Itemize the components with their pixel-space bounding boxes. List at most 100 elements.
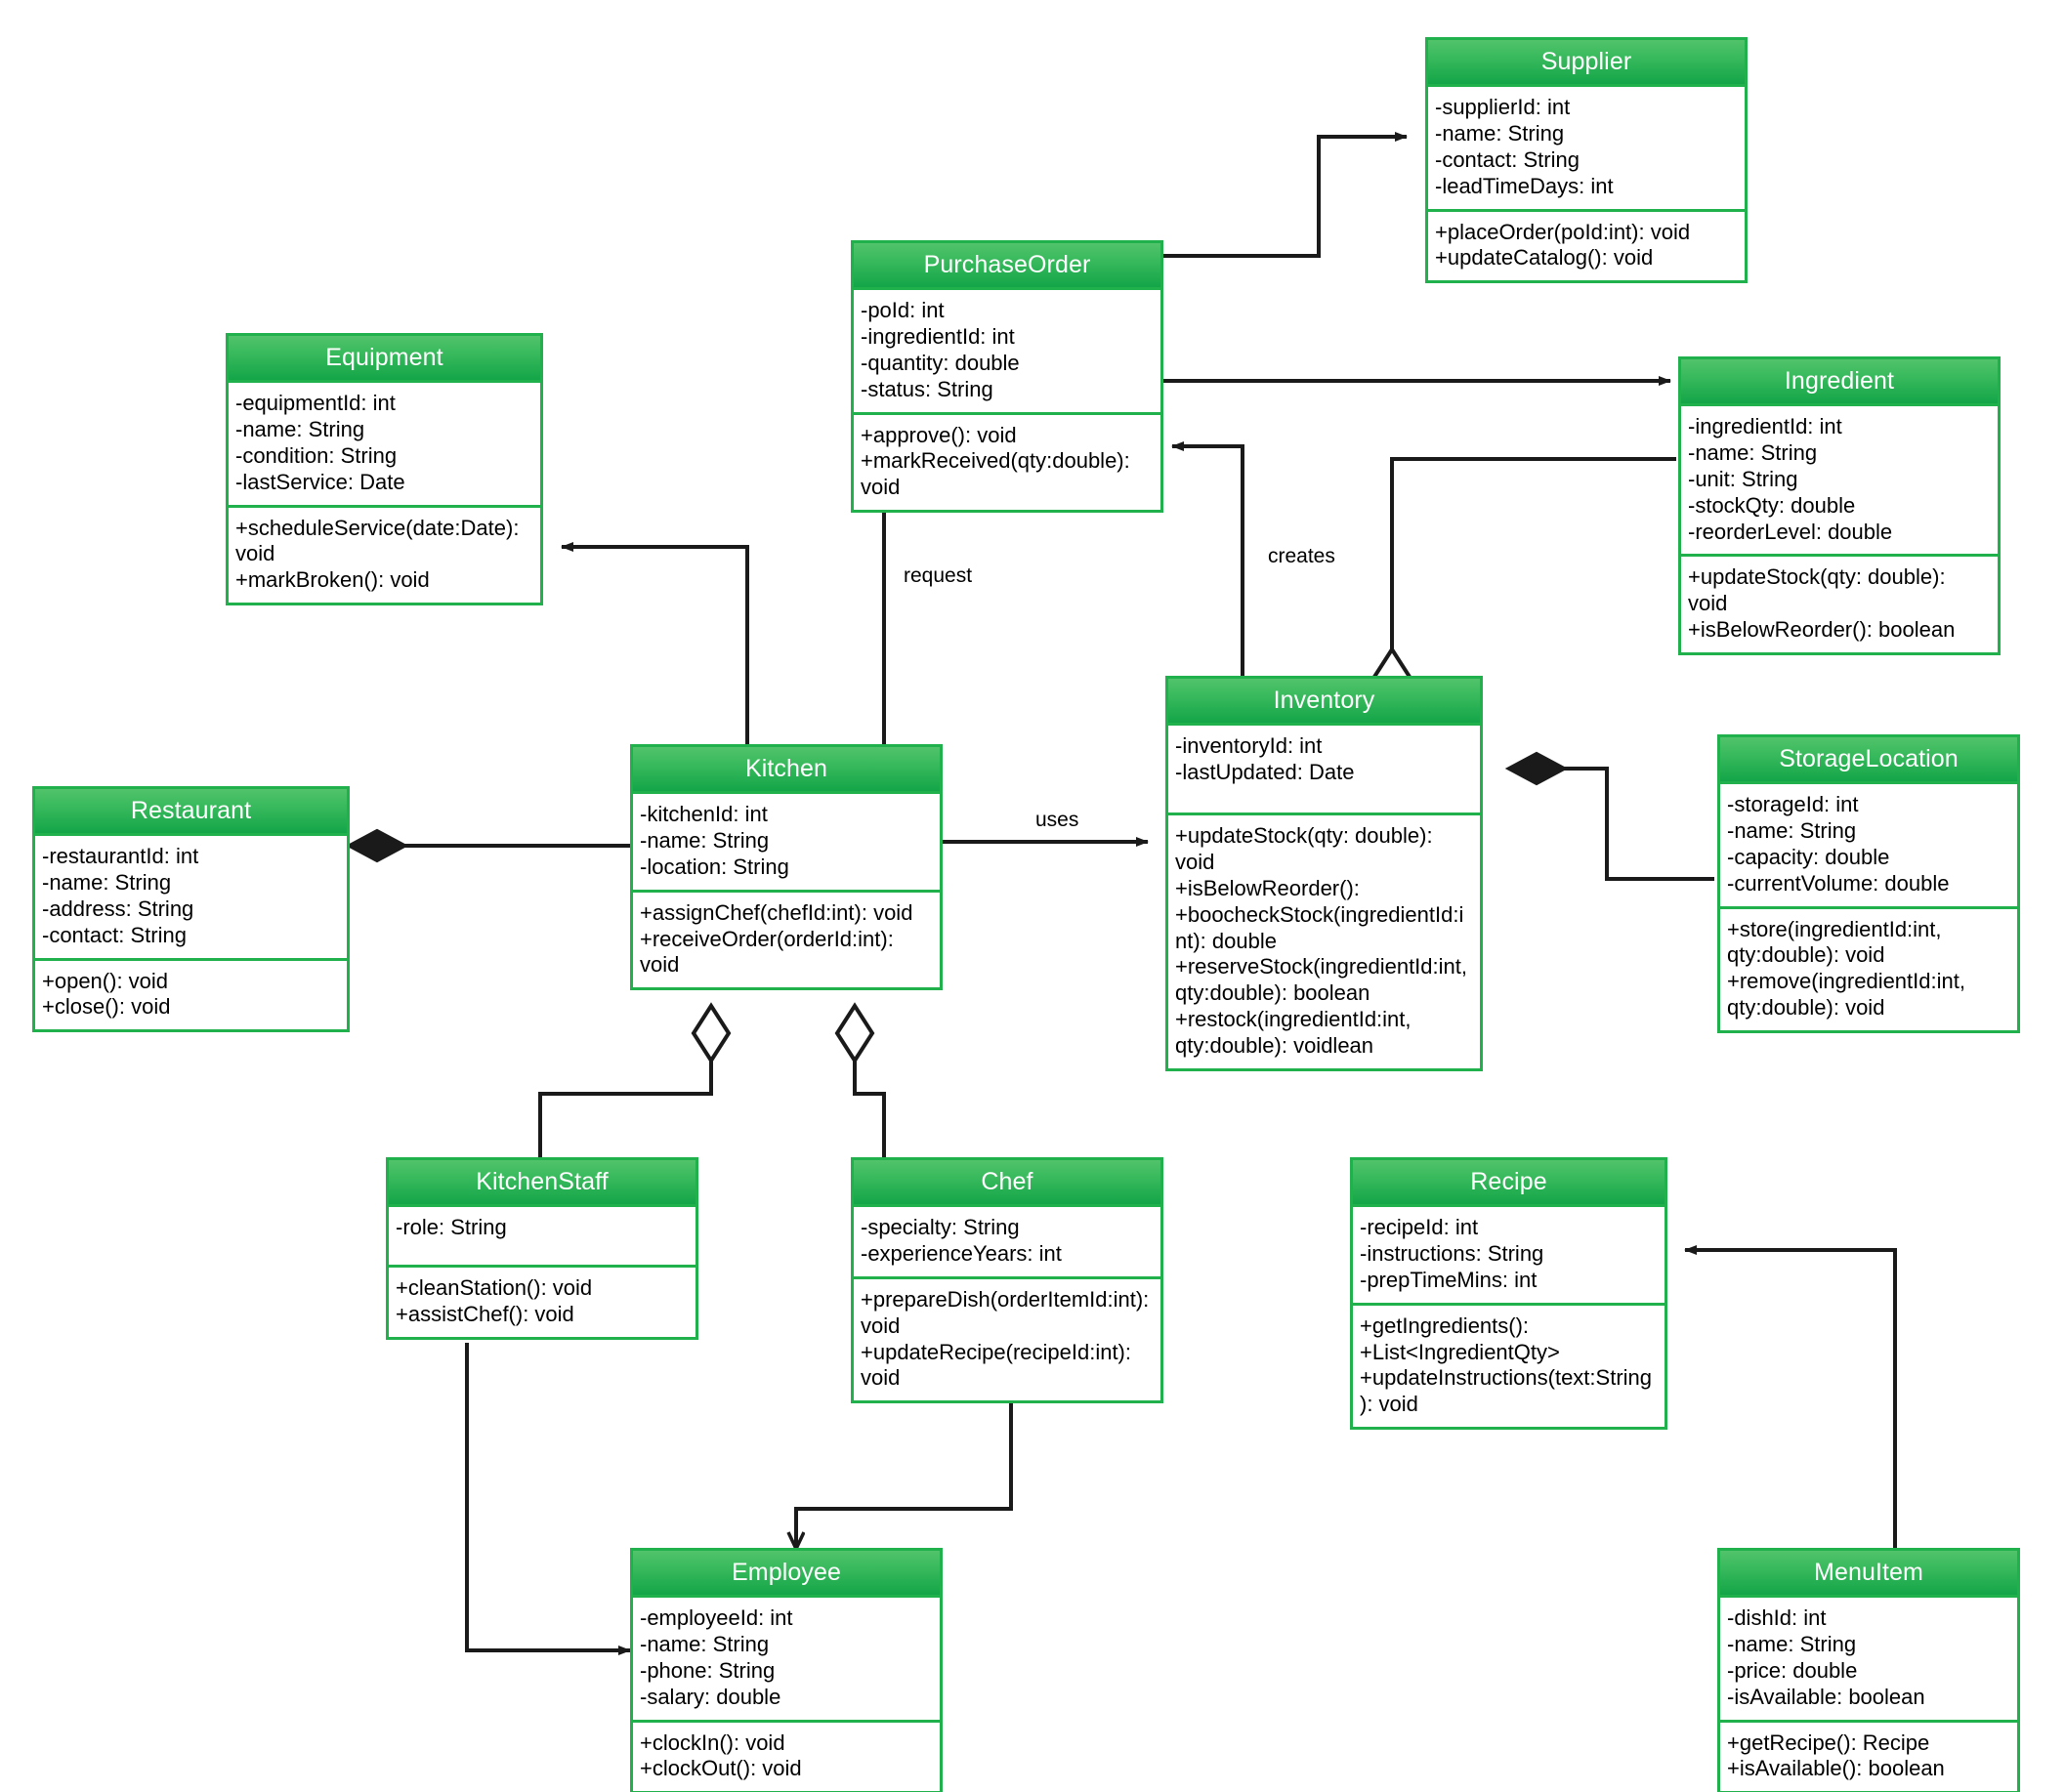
attribute-line: -equipmentId: int [235,391,396,416]
attribute-line: -phone: String [640,1657,776,1683]
class-title-equipment: Equipment [229,336,540,384]
method-line: +isBelowReorder(): boolean [1688,617,1956,643]
attribute-line: -leadTimeDays: int [1435,173,1614,198]
attribute-line: -name: String [1727,1632,1857,1657]
attribute-line: -lastService: Date [235,469,405,494]
method-line: +open(): void [42,968,169,993]
edge-ingredient-inventory [1390,457,1676,649]
class-title-ingredient: Ingredient [1681,359,1998,407]
class-methods-menuitem: +getRecipe(): Recipe +isAvailable(): boo… [1720,1723,2017,1792]
edge-kitchen-equipment [561,542,941,773]
method-line: +store(ingredientId:int, qty:double): vo… [1727,916,1948,968]
attribute-line: -currentVolume: double [1727,870,1950,896]
class-box-employee[interactable]: Employee -employeeId: int -name: String … [630,1548,943,1792]
attribute-line: -instructions: String [1360,1241,1544,1267]
method-line: +updateStock(qty: double): void [1688,564,1952,616]
method-line: +close(): void [42,994,171,1020]
aggregation-diamond-kitchen-chef [834,1002,875,1064]
edge-label-uses: uses [1035,809,1079,831]
class-attributes-purchaseorder: -poId: int -ingredientId: int -quantity:… [854,290,1160,415]
class-title-inventory: Inventory [1168,679,1480,727]
attribute-line: -name: String [1435,121,1565,146]
method-line: +isBelowReorder(): [1175,875,1360,900]
method-line: +getIngredients(): [1360,1313,1530,1338]
method-line: +assistChef(): void [396,1302,574,1327]
class-box-chef[interactable]: Chef -specialty: String -experienceYears… [851,1157,1163,1404]
class-attributes-menuitem: -dishId: int -name: String -price: doubl… [1720,1598,2017,1723]
class-box-kitchen[interactable]: Kitchen -kitchenId: int -name: String -l… [630,744,943,991]
attribute-line: -name: String [235,417,365,442]
attribute-line: -restaurantId: int [42,844,199,869]
class-box-supplier[interactable]: Supplier -supplierId: int -name: String … [1425,37,1748,284]
attribute-line: -stockQty: double [1688,492,1856,518]
class-attributes-inventory: -inventoryId: int -lastUpdated: Date [1168,726,1480,816]
class-title-menuitem: MenuItem [1720,1551,2017,1599]
class-title-employee: Employee [633,1551,940,1599]
attribute-line: -storageId: int [1727,792,1859,817]
attribute-line: -salary: double [640,1684,781,1709]
class-box-ingredient[interactable]: Ingredient -ingredientId: int -name: Str… [1678,356,2001,655]
class-attributes-storagelocation: -storageId: int -name: String -capacity:… [1720,784,2017,909]
attribute-line: -capacity: double [1727,844,1890,869]
class-box-recipe[interactable]: Recipe -recipeId: int -instructions: Str… [1350,1157,1667,1431]
class-methods-chef: +prepareDish(orderItemId:int): void +upd… [854,1279,1160,1400]
attribute-line: -contact: String [42,922,187,947]
class-methods-supplier: +placeOrder(poId:int): void +updateCatal… [1428,212,1745,281]
edge-label-request: request [904,564,973,587]
attribute-line: -role: String [396,1215,507,1240]
method-line: +isAvailable(): boolean [1727,1756,1945,1781]
attribute-line: -lastUpdated: Date [1175,760,1355,785]
attribute-line: -experienceYears: int [861,1241,1062,1267]
attribute-line: -name: String [640,1632,770,1657]
edge-kitchen-kitchenstaff [538,1006,713,1157]
edge-inventory-storagelocation [1509,767,1714,881]
attribute-line: -reorderLevel: double [1688,519,1893,544]
method-line: +updateStock(qty: double): void [1175,823,1439,875]
edge-purchaseorder-supplier [1162,132,1408,258]
method-line: +updateCatalog(): void [1435,245,1654,271]
class-box-inventory[interactable]: Inventory -inventoryId: int -lastUpdated… [1165,676,1483,1071]
class-methods-employee: +clockIn(): void +clockOut(): void [633,1723,940,1792]
composition-diamond-inventory-storage [1504,751,1569,786]
method-line: +boocheckStock(ingredientId:int): double [1175,901,1464,953]
class-methods-inventory: +updateStock(qty: double): void +isBelow… [1168,815,1480,1067]
method-line: +updateInstructions(text:String): void [1360,1365,1652,1417]
attribute-line: -unit: String [1688,466,1798,491]
method-line: +markReceived(qty:double): void [861,448,1136,500]
class-box-menuitem[interactable]: MenuItem -dishId: int -name: String -pri… [1717,1548,2020,1792]
attribute-line: -name: String [1688,440,1818,466]
class-title-storagelocation: StorageLocation [1720,737,2017,785]
class-title-supplier: Supplier [1428,40,1745,88]
edge-kitchenstaff-employee [465,1343,631,1655]
method-line: +remove(ingredientId:int, qty:double): v… [1727,969,1972,1021]
class-box-storagelocation[interactable]: StorageLocation -storageId: int -name: S… [1717,734,2020,1033]
class-box-restaurant[interactable]: Restaurant -restaurantId: int -name: Str… [32,786,350,1033]
attribute-line: -poId: int [861,298,945,323]
method-line: +markBroken(): void [235,567,430,593]
class-title-kitchen: Kitchen [633,747,940,795]
class-box-equipment[interactable]: Equipment -equipmentId: int -name: Strin… [226,333,543,606]
attribute-line: -name: String [42,870,172,896]
class-box-kitchenstaff[interactable]: KitchenStaff -role: String +cleanStation… [386,1157,698,1340]
edge-label-creates: creates [1268,545,1335,567]
attribute-line: -address: String [42,896,194,921]
attribute-line: -condition: String [235,442,398,468]
class-attributes-supplier: -supplierId: int -name: String -contact:… [1428,87,1745,212]
method-line: +scheduleService(date:Date): void [235,515,526,566]
attribute-line: -name: String [640,828,770,854]
method-line: +assignChef(chefId:int): void [640,899,913,925]
class-methods-recipe: +getIngredients(): +List<IngredientQty> … [1353,1306,1665,1427]
method-line: +clockIn(): void [640,1729,785,1755]
attribute-line: -supplierId: int [1435,95,1571,120]
attribute-line: -location: String [640,854,789,879]
class-methods-restaurant: +open(): void +close(): void [35,961,347,1030]
edge-kitchen-chef [853,1006,886,1157]
attribute-line: -price: double [1727,1657,1858,1683]
attribute-line: -isAvailable: boolean [1727,1684,1925,1709]
class-box-purchaseorder[interactable]: PurchaseOrder -poId: int -ingredientId: … [851,240,1163,514]
method-line: +getRecipe(): Recipe [1727,1729,1930,1755]
edge-inventory-purchaseorder [1171,441,1244,676]
attribute-line: -inventoryId: int [1175,733,1323,759]
class-title-recipe: Recipe [1353,1160,1665,1208]
